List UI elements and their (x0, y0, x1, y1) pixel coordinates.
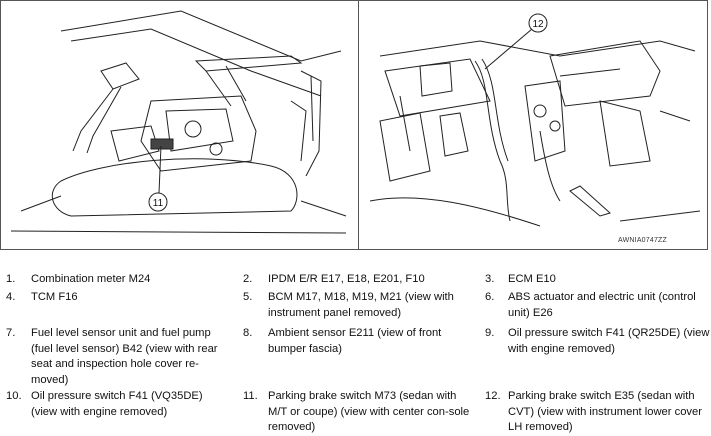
legend-item-number: 10. (6, 390, 22, 402)
legend-item-text: Fuel level sensor unit and fuel pump (fu… (31, 327, 218, 386)
legend-item-text: Parking brake switch E35 (sedan with CVT… (508, 390, 702, 433)
legend-item-text: Parking brake switch M73 (sedan with M/T… (268, 390, 470, 433)
legend-item-number: 11. (243, 390, 258, 402)
callout-12: 12 (532, 19, 544, 30)
legend-item-number: 8. (243, 327, 253, 339)
legend-item-text: ECM E10 (508, 273, 556, 285)
legend-item-text: ABS actuator and electric unit (control … (508, 291, 696, 319)
legend-item-number: 12. (485, 390, 501, 402)
panel-divider (358, 0, 359, 250)
legend-item-text: TCM F16 (31, 291, 78, 303)
illustration-frame (0, 0, 708, 250)
legend-item-number: 1. (6, 273, 16, 285)
legend-item-number: 3. (485, 273, 495, 285)
legend-item-number: 9. (485, 327, 495, 339)
legend-item-number: 4. (6, 291, 16, 303)
legend-item-text: IPDM E/R E17, E18, E201, F10 (268, 273, 425, 285)
legend-item-text: Ambient sensor E211 (view of front bumpe… (268, 327, 442, 355)
legend-item-text: Oil pressure switch F41 (VQ35DE) (view w… (31, 390, 203, 418)
legend-item-text: Combination meter M24 (31, 273, 151, 285)
figure-reference-code: AWNIA0747ZZ (618, 237, 668, 244)
legend-item-number: 6. (485, 291, 495, 303)
right-illustration: 12 (369, 13, 701, 227)
left-illustration: 11 (10, 10, 347, 234)
callout-11: 11 (153, 198, 164, 209)
legend-item-number: 5. (243, 291, 253, 303)
legend-item-number: 2. (243, 273, 253, 285)
legend-item-text: BCM M17, M18, M19, M21 (view with instru… (268, 291, 454, 319)
legend-item-text: Oil pressure switch F41 (QR25DE) (view w… (508, 327, 710, 355)
legend-item-number: 7. (6, 327, 16, 339)
